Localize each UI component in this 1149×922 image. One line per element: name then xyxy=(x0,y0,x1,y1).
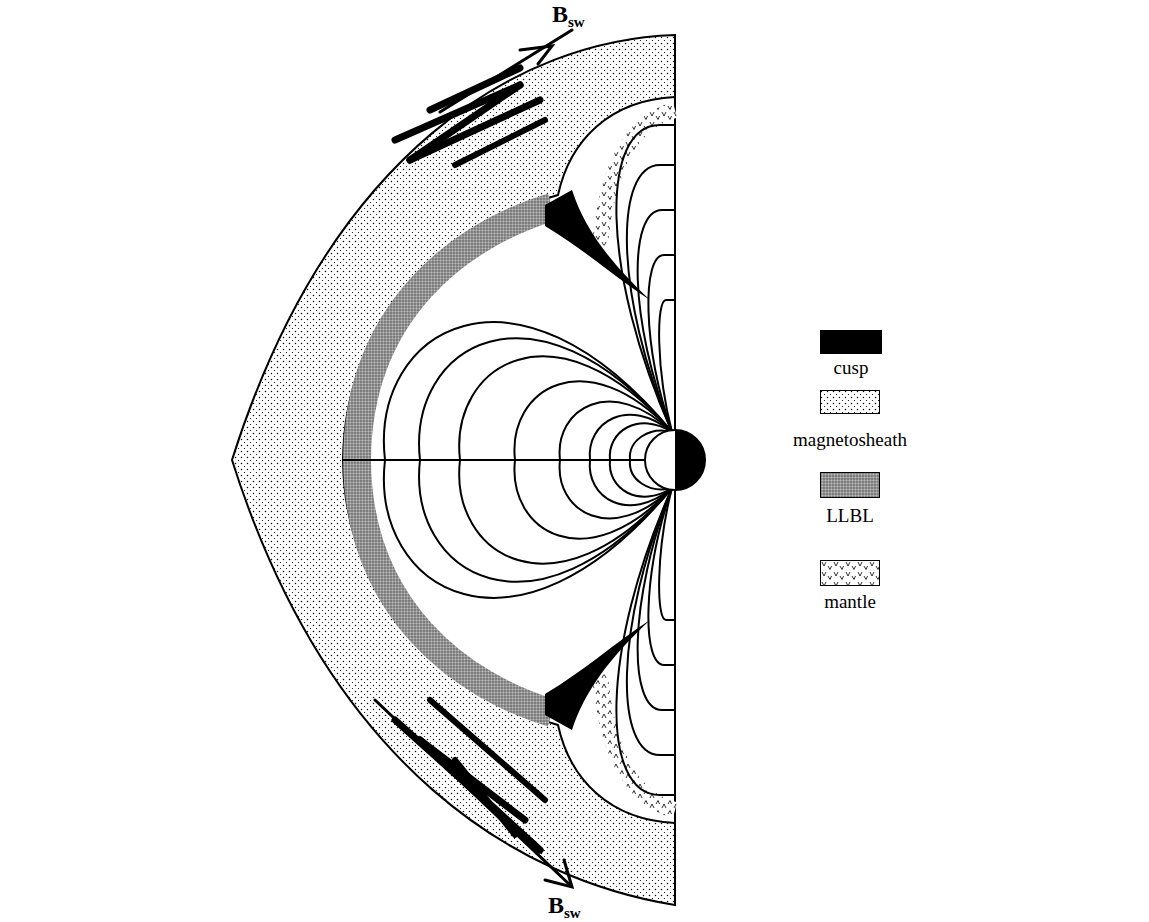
earth-night-side xyxy=(675,430,705,490)
legend-swatch xyxy=(820,560,880,586)
draped-field-south xyxy=(375,700,572,887)
earth xyxy=(645,430,705,490)
legend-swatch xyxy=(820,472,880,498)
legend-label: LLBL xyxy=(826,506,874,525)
draped-field-north xyxy=(395,30,572,165)
legend-label: magnetosheath xyxy=(793,430,907,449)
magnetosheath-region xyxy=(232,35,675,905)
equator-line xyxy=(343,459,645,461)
legend-swatch xyxy=(820,330,882,354)
legend-label: mantle xyxy=(824,592,876,611)
legend-label: cusp xyxy=(834,358,869,377)
field-label: Bsw xyxy=(548,893,581,921)
legend-swatch xyxy=(820,390,880,414)
magnetopause xyxy=(343,97,675,823)
field-label: Bsw xyxy=(552,2,585,30)
